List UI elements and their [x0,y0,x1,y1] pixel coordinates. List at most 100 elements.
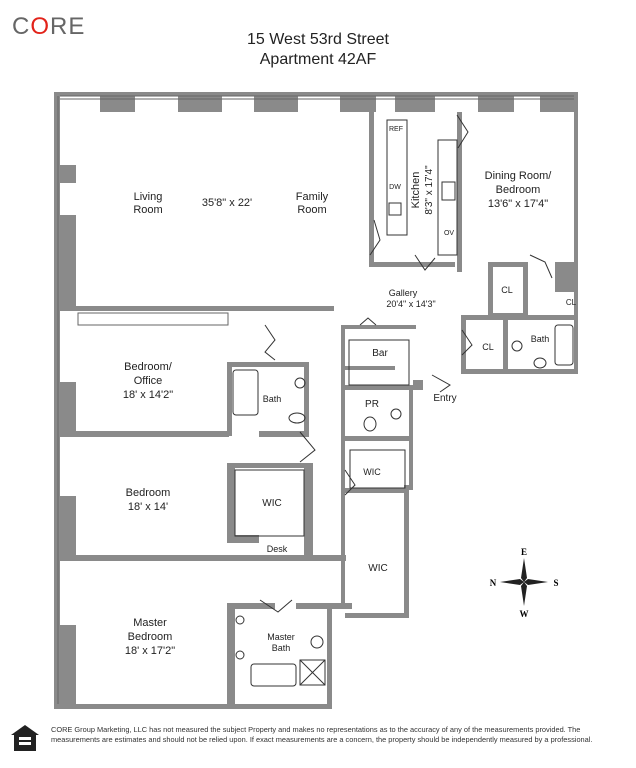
wall [345,488,409,493]
wall [296,603,332,609]
core-logo: CORE [12,13,86,40]
door-wic [344,469,356,496]
wall [345,436,409,441]
compass-needle-w [521,582,527,606]
equal-housing-icon [11,725,39,751]
compass-n: N [490,578,497,588]
sink-master [235,615,245,625]
ref-label: REF [389,126,403,133]
sink [294,377,306,389]
wall [404,485,409,618]
toilet-pr [363,416,377,432]
entry-label: Entry [433,393,456,404]
door-dining [456,114,469,149]
wic-2 [349,449,406,489]
wall [409,390,413,490]
sink-hall [511,340,523,352]
wall [574,315,578,373]
gallery-dims: 20'4" x 14'3" [386,299,435,309]
tub-master [250,663,297,687]
wall [413,380,423,390]
wall [369,112,374,267]
bedroom-label: Bedroom [126,487,171,499]
wall [345,613,409,618]
cl-label-2: CL [566,298,577,307]
radiator [77,312,229,326]
wall [304,463,313,557]
door-entry [431,374,451,393]
wic-closet [234,469,305,537]
toilet-hall [533,357,547,369]
disclaimer: CORE Group Marketing, LLC has not measur… [51,725,593,744]
pier [478,92,514,112]
ov-label: OV [444,230,454,237]
wall [54,306,334,311]
pier [54,496,76,556]
compass-w: W [520,609,529,619]
pr-label: PR [365,399,379,410]
kitchen-counter-2 [437,139,458,256]
wall [503,315,508,373]
office-label-2: Office [134,375,163,387]
wall [345,385,413,390]
master-dims: 18' x 17'2" [125,645,175,657]
fixtures [232,119,574,687]
kitchen-sink [388,202,402,216]
compass-needle-n [500,579,524,585]
kitchen-label: Kitchen [410,172,422,209]
door-kitchen-2 [414,254,436,271]
toilet [288,412,306,424]
shower [299,659,326,686]
door-bedroom [299,431,316,463]
compass-needle-e [521,558,527,582]
wall [54,555,346,561]
sink-pr [390,408,402,420]
master-bath-label-2: Bath [272,643,291,653]
pier [54,625,76,705]
wall [369,262,455,267]
pier [54,165,76,183]
wic-label-2: WIC [363,467,381,477]
pier [395,92,435,112]
wall [327,603,332,707]
kitchen-dims: 8'3" x 17'4" [424,165,435,215]
wall [555,262,578,292]
dining-label-2: Bedroom [496,184,541,196]
door-kitchen [369,219,381,256]
sink-master-2 [235,650,245,660]
windows [57,95,574,704]
wall [341,325,345,605]
wall [304,362,309,432]
tub-hall [554,324,574,366]
door-office [264,324,276,361]
address-line: 15 West 53rd Street [247,31,389,48]
compass-s: S [553,578,558,588]
wall [332,603,352,609]
door-cl [529,254,553,279]
wall [341,325,416,329]
master-label-2: Bedroom [128,631,173,643]
bedroom-dims: 18' x 14' [128,501,168,513]
toilet-master [310,635,324,649]
cooktop [441,181,456,201]
cl-label-1: CL [501,285,513,295]
bar-counter [348,339,410,386]
tub [232,369,259,416]
door-bar [359,317,377,326]
wall [227,362,309,367]
wall [523,262,528,314]
pier [100,92,135,112]
dining-label-1: Dining Room/ [485,170,553,182]
pier [54,382,76,432]
living-dims: 35'8" x 22' [202,197,252,209]
compass: E N S W [490,547,559,619]
wall [227,463,313,468]
door-master-bath [259,599,293,613]
wall-top [54,92,578,96]
bar-label: Bar [372,348,388,359]
wall [227,603,235,707]
